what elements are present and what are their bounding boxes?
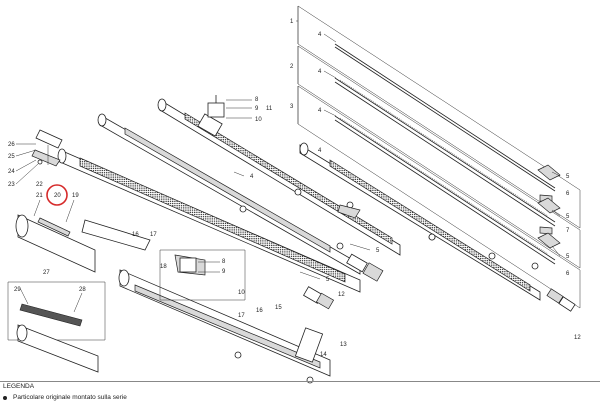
- label-2: 2: [290, 64, 294, 70]
- label-14: 14: [320, 352, 327, 358]
- label-9a: 9: [255, 106, 259, 112]
- bracket-8-10: [207, 95, 252, 119]
- label-17b: 17: [238, 313, 245, 319]
- label-5c: 5: [566, 254, 570, 260]
- label-12b: 12: [574, 335, 581, 341]
- legend-item-label: Particolare originale montato sulla seri…: [13, 394, 127, 401]
- label-26: 26: [8, 142, 15, 148]
- label-9b: 9: [222, 269, 226, 275]
- legend-divider: [0, 381, 600, 382]
- label-4d: 4: [250, 174, 254, 180]
- lower-assembly: [81, 219, 335, 384]
- part-labels: 1 2 3 4 4 4 4 4 5 5 5 5 5 6 6 7 8 8 9 9 …: [8, 19, 581, 358]
- housing-20: [15, 214, 96, 273]
- label-24: 24: [8, 169, 15, 175]
- bullet-icon: [3, 395, 7, 400]
- legend-title: LEGENDA: [3, 383, 35, 390]
- label-4c: 4: [318, 108, 322, 114]
- label-20: 20: [54, 193, 61, 199]
- bracket-18: [159, 249, 246, 301]
- label-5a: 5: [566, 174, 570, 180]
- label-17a: 17: [150, 232, 157, 238]
- label-18: 18: [160, 264, 167, 270]
- label-8b: 8: [222, 259, 226, 265]
- leader-lines: [15, 20, 561, 313]
- label-23: 23: [8, 182, 15, 188]
- label-19: 19: [72, 193, 79, 199]
- highlight-circle-20: [46, 184, 68, 206]
- label-27: 27: [43, 270, 50, 276]
- label-8a: 8: [255, 97, 259, 103]
- assembly-box-3: [297, 85, 581, 309]
- label-4a: 4: [318, 32, 322, 38]
- label-15: 15: [275, 305, 282, 311]
- label-10a: 10: [255, 117, 262, 123]
- label-3: 3: [290, 104, 294, 110]
- label-6a: 6: [566, 191, 570, 197]
- label-12a: 12: [338, 292, 345, 298]
- label-5d: 5: [376, 248, 380, 254]
- label-1: 1: [290, 19, 294, 25]
- rod-middle: [97, 113, 361, 275]
- label-13: 13: [340, 342, 347, 348]
- label-28: 28: [79, 287, 86, 293]
- assembly-box-2: [297, 45, 581, 269]
- legend-item: Particolare originale montato sulla seri…: [3, 394, 127, 401]
- assembly-box-1: [297, 5, 581, 229]
- label-11: 11: [266, 106, 273, 112]
- label-5b: 5: [566, 214, 570, 220]
- long-rod-right: [299, 142, 576, 312]
- label-29: 29: [14, 287, 21, 293]
- rod-left-hatched: [57, 148, 384, 293]
- legend: LEGENDA Particolare originale montato su…: [0, 381, 600, 409]
- label-22: 22: [36, 182, 43, 188]
- label-16b: 16: [256, 308, 263, 314]
- label-6b: 6: [566, 271, 570, 277]
- label-5e: 5: [326, 277, 330, 283]
- label-25: 25: [8, 154, 15, 160]
- assembly-box-27: [7, 281, 106, 373]
- small-parts-21-26: [31, 129, 63, 167]
- label-10b: 10: [238, 290, 245, 296]
- label-21: 21: [36, 193, 43, 199]
- label-4b: 4: [318, 69, 322, 75]
- label-4e: 4: [318, 148, 322, 154]
- label-16a: 16: [132, 232, 139, 238]
- label-7: 7: [566, 228, 570, 234]
